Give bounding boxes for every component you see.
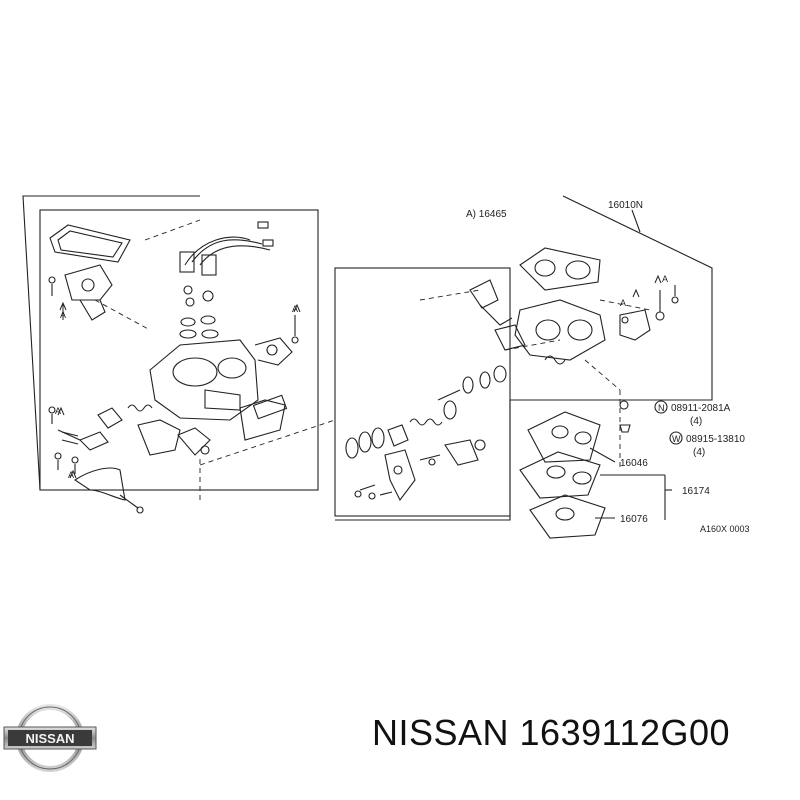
callout-w-part: 08915-13810 [686, 434, 745, 445]
gasket-16174 [519, 451, 601, 499]
gasket-16046 [527, 411, 601, 463]
idle-valve-parts [54, 404, 211, 470]
linkage-parts-right [354, 439, 486, 502]
callout-16174: 16174 [682, 486, 710, 497]
arrow-a-label: A [60, 310, 66, 320]
arrow-a-label: A [662, 274, 668, 284]
callout-assembly: A) 16465 [466, 209, 507, 220]
arrow-a-label: A [292, 304, 298, 314]
part-caption: NISSAN 1639112G00 [372, 712, 731, 753]
injector-stack [179, 251, 219, 339]
callout-w-qty: (4) [693, 447, 705, 458]
right-subassembly-box [334, 267, 511, 517]
screw-n-marker [619, 400, 629, 410]
top-gasket-right [519, 247, 601, 291]
arrow-a-label: A [68, 470, 74, 480]
left-subassembly-box [39, 209, 319, 491]
top-gasket-shape [49, 224, 131, 263]
throttle-body-left [149, 337, 293, 441]
callout-n-qty: (4) [690, 416, 702, 427]
throttle-body-right [469, 279, 606, 365]
callout-n-part: 08911-2081A [671, 403, 731, 414]
reference-code: A160X 0003 [700, 524, 750, 534]
wire-harness [184, 236, 271, 266]
throttle-sensor-right [619, 309, 651, 341]
spring-rings-right [345, 365, 507, 459]
throttle-sensor-left [64, 264, 113, 301]
arrow-a-label: A [620, 298, 626, 308]
screw-w-marker [619, 424, 631, 433]
gasket-16076 [529, 494, 606, 539]
hose-bottom-left [74, 467, 126, 501]
w-symbol: W [672, 434, 681, 444]
n-symbol: N [658, 403, 665, 413]
callout-16076: 16076 [620, 514, 648, 525]
callout-16046: 16046 [620, 458, 648, 469]
arrow-a-label: A [55, 406, 61, 416]
outer-frame-right [335, 195, 713, 521]
logo-wordmark: NISSAN [25, 731, 74, 746]
callout-16010n: 16010N [608, 200, 643, 211]
nissan-logo: NISSAN [3, 704, 97, 772]
